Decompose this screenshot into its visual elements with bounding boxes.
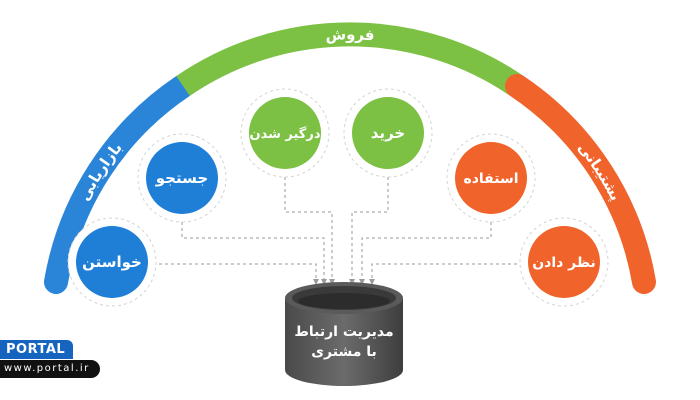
connector-purchase bbox=[349, 177, 389, 285]
node-purchase: خرید bbox=[343, 88, 433, 178]
node-label-engage: درگیر شدن bbox=[249, 126, 320, 142]
node-label-search: جستجو bbox=[155, 169, 208, 187]
node-search: جستجو bbox=[137, 133, 227, 223]
connectors bbox=[153, 177, 523, 285]
node-label-purchase: خرید bbox=[371, 124, 405, 142]
database-icon: مدیریت ارتباط با مشتری bbox=[285, 282, 403, 386]
connector-engage bbox=[284, 177, 335, 285]
arc-label-sales: فروش bbox=[325, 25, 375, 44]
connector-request bbox=[153, 263, 319, 285]
node-label-request: خواستن bbox=[82, 253, 142, 271]
node-label-feedback: نظر دادن bbox=[532, 255, 596, 271]
connector-use bbox=[359, 222, 492, 285]
brand-name: PORTAL bbox=[0, 340, 74, 359]
database-label-line2: با مشتری bbox=[311, 344, 377, 360]
connector-feedback bbox=[369, 263, 523, 285]
node-use: استفاده bbox=[446, 133, 536, 223]
node-feedback: نظر دادن bbox=[519, 217, 609, 307]
brand-url: www.portal.ir bbox=[0, 360, 100, 378]
connector-search bbox=[181, 222, 327, 285]
node-engage: درگیر شدن bbox=[240, 88, 330, 178]
node-label-use: استفاده bbox=[463, 171, 518, 187]
database-label-line1: مدیریت ارتباط bbox=[294, 324, 393, 340]
brand-logo: PORTAL www.portal.ir bbox=[0, 338, 100, 378]
node-request: خواستن bbox=[67, 217, 157, 307]
